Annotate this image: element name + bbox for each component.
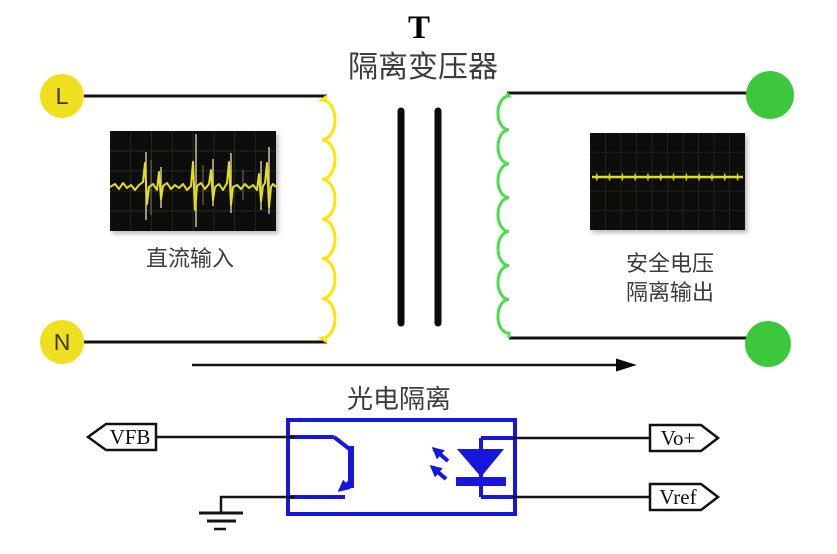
terminal-neutral: N bbox=[40, 320, 84, 364]
vo-plus-flag bbox=[648, 423, 721, 453]
led-triangle bbox=[457, 449, 504, 477]
input-caption: 直流输入 bbox=[146, 246, 234, 271]
transformer-label: 隔离变压器 bbox=[348, 51, 498, 84]
vo-plus-label: Vo+ bbox=[661, 426, 696, 450]
opto-external-wires bbox=[156, 435, 651, 512]
terminal-live: L bbox=[40, 74, 84, 118]
vfb-flag bbox=[85, 422, 158, 452]
vref-flag bbox=[648, 482, 721, 512]
ground-symbol bbox=[199, 511, 243, 531]
opto-label: 光电隔离 bbox=[347, 384, 451, 414]
vref-port: Vref bbox=[648, 482, 721, 512]
wire-ground bbox=[219, 495, 295, 512]
power-flow-arrow bbox=[192, 358, 637, 372]
vref-label: Vref bbox=[659, 485, 696, 509]
transformer-secondary-coil bbox=[496, 92, 512, 338]
optocoupler-box bbox=[286, 418, 517, 516]
transformer-symbol-t: T bbox=[408, 10, 430, 46]
neutral-terminal-label: N bbox=[54, 329, 71, 355]
input-scope-image bbox=[109, 131, 277, 231]
output-scope-grid bbox=[590, 133, 745, 230]
output-caption-line2: 隔离输出 bbox=[626, 280, 714, 305]
vo-plus-port: Vo+ bbox=[648, 423, 721, 453]
neutral-terminal-circle bbox=[40, 320, 84, 364]
led-symbol bbox=[429, 436, 514, 499]
mains-wires bbox=[84, 91, 748, 344]
phototransistor-emitter-arrow bbox=[337, 479, 353, 492]
output-caption-line1: 安全电压 bbox=[626, 251, 714, 276]
optocoupler-symbol bbox=[286, 418, 517, 516]
output-terminal-top-circle bbox=[746, 71, 794, 119]
led-cathode-bar bbox=[456, 477, 506, 486]
vfb-label: VFB bbox=[110, 425, 151, 449]
transformer-primary-coil bbox=[317, 94, 337, 344]
light-arrow-2 bbox=[429, 465, 448, 481]
output-terminal-bottom-circle bbox=[745, 321, 791, 367]
power-flow-arrowhead bbox=[616, 358, 637, 372]
live-terminal-label: L bbox=[56, 83, 69, 109]
phototransistor-symbol bbox=[289, 435, 354, 499]
live-terminal-circle bbox=[40, 74, 84, 118]
light-emission-arrows bbox=[429, 447, 450, 481]
light-arrow-1 bbox=[431, 447, 450, 463]
isolation-transformer-symbol bbox=[317, 92, 512, 344]
vfb-port: VFB bbox=[85, 422, 158, 452]
noisy-waveform-trace bbox=[109, 161, 277, 211]
output-scope-image bbox=[590, 133, 745, 230]
